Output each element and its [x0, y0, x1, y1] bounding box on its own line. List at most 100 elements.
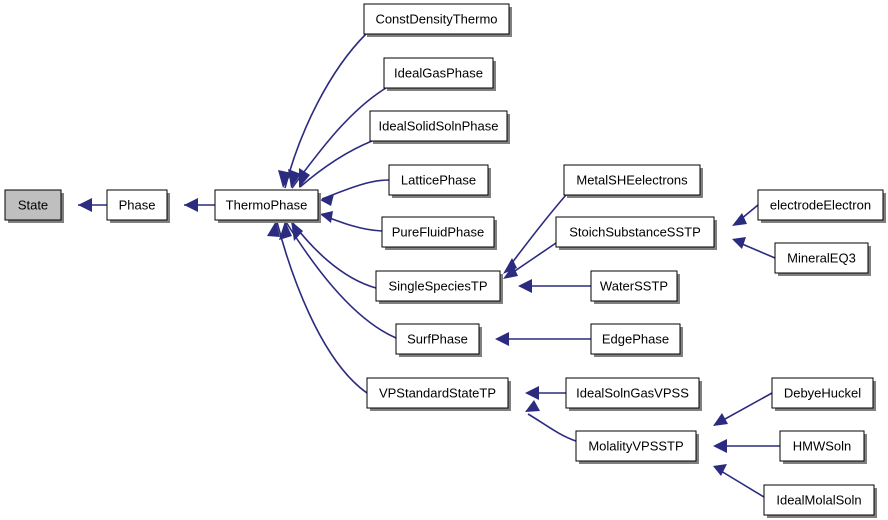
- node-box[interactable]: [383, 57, 494, 89]
- node-box[interactable]: [774, 242, 869, 274]
- class-node-debyehuckel[interactable]: DebyeHuckel: [771, 377, 876, 411]
- class-node-singlespeciestp[interactable]: SingleSpeciesTP: [375, 270, 503, 304]
- class-node-vpstandardstatetp[interactable]: VPStandardStateTP: [366, 377, 511, 411]
- node-label: MineralEQ3: [787, 250, 856, 265]
- node-box[interactable]: [590, 323, 681, 355]
- node-box[interactable]: [388, 164, 489, 196]
- edge-layer: [78, 33, 780, 498]
- node-label: WaterSSTP: [600, 278, 668, 293]
- node-box[interactable]: [214, 189, 319, 221]
- arrowhead-icon: [713, 413, 728, 426]
- inheritance-edge: [503, 242, 557, 279]
- arrowhead-icon: [279, 221, 292, 240]
- arrowhead-icon: [278, 170, 292, 188]
- class-node-constdensitythermo[interactable]: ConstDensityThermo: [363, 3, 512, 37]
- node-box[interactable]: [757, 189, 884, 221]
- node-label: StoichSubstanceSSTP: [569, 224, 701, 239]
- node-label: ThermoPhase: [226, 197, 308, 212]
- class-node-surfphase[interactable]: SurfPhase: [395, 323, 482, 357]
- arrowhead-icon: [299, 168, 310, 188]
- arrowhead-icon: [184, 198, 198, 212]
- arrowhead-icon: [525, 400, 540, 412]
- inheritance-edge: [291, 221, 377, 289]
- edge-line: [285, 221, 397, 339]
- node-box[interactable]: [369, 110, 508, 142]
- node-label: EdgePhase: [602, 331, 669, 346]
- inheritance-edge: [320, 179, 390, 206]
- inheritance-edge: [299, 140, 373, 188]
- class-node-latticephase[interactable]: LatticePhase: [388, 164, 491, 198]
- node-label: MetalSHEelectrons: [576, 172, 688, 187]
- inheritance-edge: [525, 386, 566, 400]
- class-node-stoichsubstancesstp[interactable]: StoichSubstanceSSTP: [555, 216, 717, 250]
- edge-line: [291, 221, 377, 289]
- node-box[interactable]: [106, 189, 168, 221]
- node-box[interactable]: [575, 430, 697, 462]
- node-label: SingleSpeciesTP: [389, 278, 488, 293]
- node-label: Phase: [119, 197, 156, 212]
- node-box[interactable]: [555, 216, 715, 248]
- node-label: VPStandardStateTP: [379, 385, 496, 400]
- class-node-idealsolidsolnphase[interactable]: IdealSolidSolnPhase: [369, 110, 510, 144]
- class-node-hmwsoln[interactable]: HMWSoln: [779, 430, 867, 464]
- node-box[interactable]: [363, 3, 510, 35]
- node-box[interactable]: [763, 484, 875, 516]
- class-node-idealsolngasvpss[interactable]: IdealSolnGasVPSS: [565, 377, 702, 411]
- class-node-mineraleq3[interactable]: MineralEQ3: [774, 242, 871, 276]
- arrowhead-icon: [732, 213, 747, 226]
- class-node-watersstp[interactable]: WaterSSTP: [590, 270, 680, 304]
- arrowhead-icon: [732, 237, 746, 249]
- class-node-phase[interactable]: Phase: [106, 189, 170, 223]
- class-node-edgephase[interactable]: EdgePhase: [590, 323, 683, 357]
- inheritance-edge: [78, 198, 107, 212]
- edge-line: [527, 413, 577, 442]
- node-label: IdealSolnGasVPSS: [576, 385, 689, 400]
- node-label: State: [18, 197, 48, 212]
- arrowhead-icon: [525, 386, 539, 400]
- node-label: SurfPhase: [407, 331, 468, 346]
- inheritance-edge: [279, 221, 397, 339]
- arrowhead-icon: [291, 221, 303, 241]
- inheritance-edge: [518, 279, 591, 293]
- node-box[interactable]: [590, 270, 678, 302]
- node-box[interactable]: [565, 377, 700, 409]
- node-box[interactable]: [563, 164, 701, 196]
- arrowhead-icon: [320, 211, 333, 223]
- node-label: IdealSolidSolnPhase: [379, 118, 499, 133]
- arrowhead-icon: [288, 169, 301, 188]
- class-node-purefluidphase[interactable]: PureFluidPhase: [381, 216, 497, 250]
- node-layer: State Phase ThermoPhase ConstDensityThermoI…: [4, 3, 886, 518]
- edge-line: [276, 221, 368, 394]
- inheritance-edge: [713, 439, 780, 453]
- arrowhead-icon: [713, 439, 727, 453]
- inheritance-edge: [713, 392, 773, 426]
- arrowhead-icon: [518, 279, 532, 293]
- inheritance-edge: [525, 400, 577, 442]
- arrowhead-icon: [267, 221, 280, 237]
- edge-line: [715, 467, 765, 498]
- node-box[interactable]: [366, 377, 509, 409]
- edge-line: [715, 392, 773, 425]
- class-node-state[interactable]: State: [4, 189, 64, 223]
- arrowhead-icon: [503, 258, 517, 274]
- class-node-idealgasphase[interactable]: IdealGasPhase: [383, 57, 496, 91]
- class-node-metalsheelectrons[interactable]: MetalSHEelectrons: [563, 164, 703, 198]
- inheritance-edge: [503, 194, 567, 274]
- node-box[interactable]: [381, 216, 495, 248]
- class-node-molalityvpsstp[interactable]: MolalityVPSSTP: [575, 430, 699, 464]
- inheritance-edge: [184, 198, 215, 212]
- class-node-electrodeelectron[interactable]: electrodeElectron: [757, 189, 886, 223]
- node-label: PureFluidPhase: [392, 224, 485, 239]
- node-box[interactable]: [4, 189, 62, 221]
- inheritance-edge: [732, 237, 776, 259]
- node-box[interactable]: [771, 377, 874, 409]
- node-box[interactable]: [779, 430, 865, 462]
- node-box[interactable]: [395, 323, 480, 355]
- class-node-thermophase[interactable]: ThermoPhase: [214, 189, 321, 223]
- node-box[interactable]: [375, 270, 501, 302]
- arrowhead-icon: [713, 464, 727, 476]
- class-node-idealmolalsoln[interactable]: IdealMolalSoln: [763, 484, 877, 518]
- edge-line: [284, 33, 367, 189]
